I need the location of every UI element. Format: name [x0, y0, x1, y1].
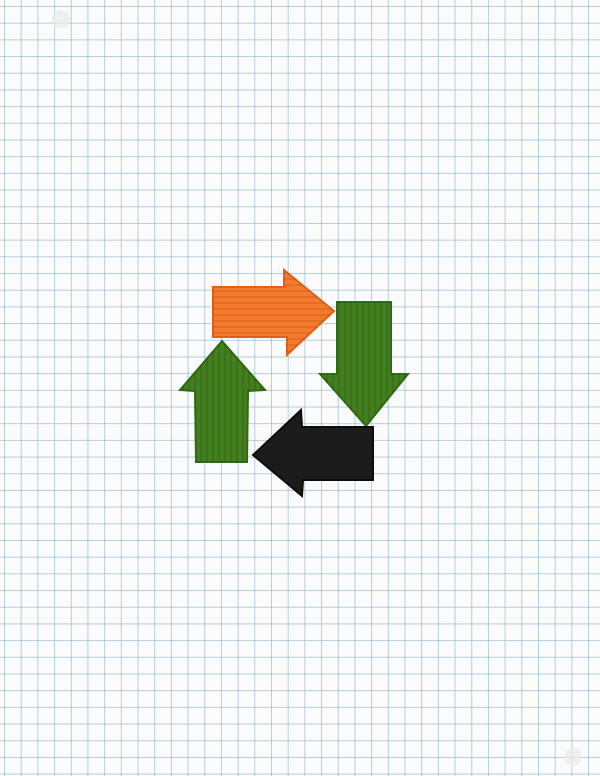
paper-hole-top-left: [52, 10, 70, 28]
green-down-arrow: [317, 301, 411, 428]
green-up-arrow: [177, 339, 268, 463]
orange-right-arrow: [212, 267, 336, 358]
black-left-arrow: [251, 407, 374, 499]
paper-hole-bottom-right: [564, 748, 582, 766]
